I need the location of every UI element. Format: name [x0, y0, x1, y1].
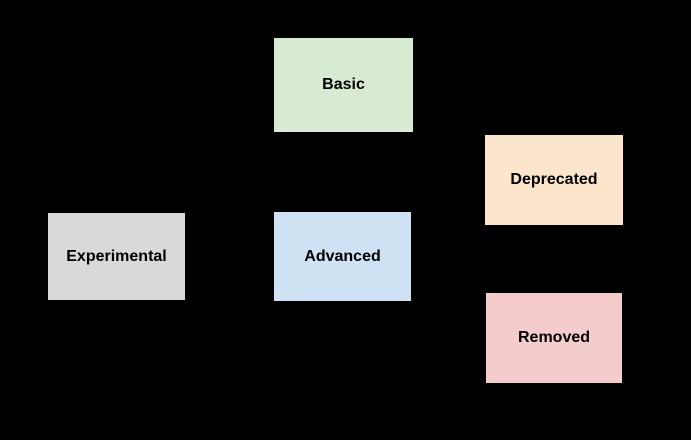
node-basic: Basic	[273, 37, 414, 133]
node-removed: Removed	[484, 291, 624, 385]
node-experimental-label: Experimental	[66, 247, 167, 265]
node-advanced-label: Advanced	[304, 247, 381, 265]
node-advanced: Advanced	[273, 211, 412, 302]
node-basic-label: Basic	[322, 76, 365, 94]
node-deprecated-label: Deprecated	[510, 171, 598, 189]
node-removed-label: Removed	[517, 329, 591, 347]
node-experimental: Experimental	[46, 211, 187, 302]
node-deprecated: Deprecated	[484, 134, 624, 226]
